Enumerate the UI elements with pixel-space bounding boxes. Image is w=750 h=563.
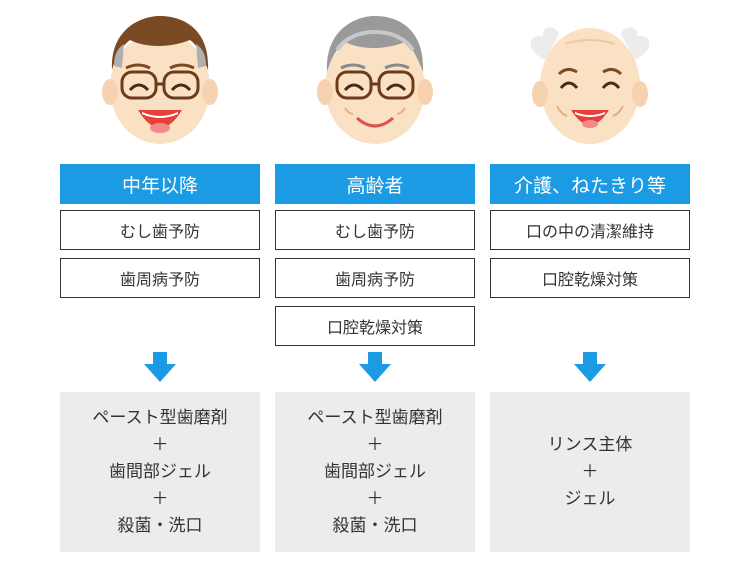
- recommendation-line: ＋: [581, 461, 599, 482]
- down-arrow-icon: [144, 352, 176, 382]
- recommendation-box: ペースト型歯磨剤 ＋ 歯間部ジェル ＋ 殺菌・洗口: [275, 392, 475, 552]
- recommendation-line: ＋: [151, 434, 169, 455]
- column-header: 中年以降: [60, 164, 260, 204]
- recommendation-line: ペースト型歯磨剤: [92, 407, 228, 428]
- recommendation-line: ジェル: [564, 488, 616, 509]
- concern-box: 歯周病予防: [60, 258, 260, 298]
- concern-box: 口の中の清潔維持: [490, 210, 690, 250]
- down-arrow-icon: [574, 352, 606, 382]
- middle-aged-man-face-icon: [102, 16, 218, 144]
- recommendation-line: ペースト型歯磨剤: [307, 407, 443, 428]
- concern-box: むし歯予防: [60, 210, 260, 250]
- recommendation-line: 殺菌・洗口: [332, 515, 418, 536]
- concern-box: 歯周病予防: [275, 258, 475, 298]
- recommendation-box: ペースト型歯磨剤 ＋ 歯間部ジェル ＋ 殺菌・洗口: [60, 392, 260, 552]
- recommendation-line: ＋: [151, 488, 169, 509]
- recommendation-line: 殺菌・洗口: [117, 515, 203, 536]
- recommendation-line: 歯間部ジェル: [324, 461, 426, 482]
- recommendation-line: ＋: [366, 434, 384, 455]
- bald-elderly-man-face-icon: [530, 27, 650, 144]
- elderly-man-face-icon: [317, 16, 433, 144]
- concern-box: むし歯予防: [275, 210, 475, 250]
- column-header: 介護、ねたきり等: [490, 164, 690, 204]
- recommendation-line: リンス主体: [547, 434, 633, 455]
- down-arrow-icon: [359, 352, 391, 382]
- concern-box: 口腔乾燥対策: [490, 258, 690, 298]
- recommendation-line: 歯間部ジェル: [109, 461, 211, 482]
- concern-box: 口腔乾燥対策: [275, 306, 475, 346]
- recommendation-line: ＋: [366, 488, 384, 509]
- column-header: 高齢者: [275, 164, 475, 204]
- recommendation-box: リンス主体 ＋ ジェル: [490, 392, 690, 552]
